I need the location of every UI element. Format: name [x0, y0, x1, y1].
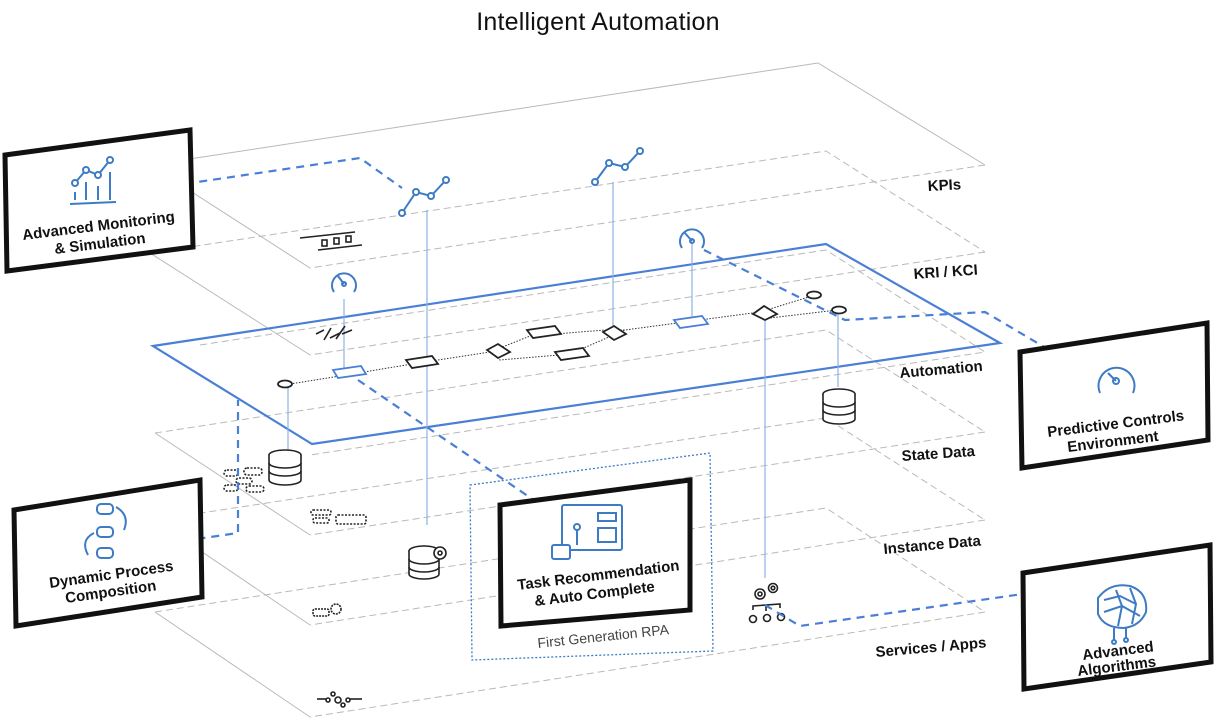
automation-plane-highlight	[149, 242, 1004, 446]
state-process-blocks-icon	[223, 467, 265, 493]
plane-kpis	[149, 62, 986, 269]
kri-gauge-icon-2	[679, 228, 705, 249]
capability-advanced-algorithms[interactable]: Advanced Algorithms	[1020, 542, 1214, 692]
layer-label-instance-data: Instance Data	[883, 532, 982, 557]
task-shape-highlight-1	[331, 365, 368, 379]
kpi-dashboard-icon	[299, 231, 363, 251]
layer-label-automation: Automation	[899, 358, 983, 382]
connector-monitoring-to-kpi	[129, 156, 403, 194]
speedometer-icon	[1097, 366, 1136, 394]
task-screen-icon	[551, 504, 623, 560]
plane-kri-left-edge	[149, 252, 311, 356]
gateway-end-shape	[751, 304, 779, 322]
instance-database-gear-icon	[408, 545, 447, 580]
gateway-join-shape	[601, 324, 628, 342]
plane-state-left-edge	[154, 432, 311, 536]
process-flow	[277, 290, 847, 389]
task-shape-2	[525, 325, 563, 339]
plane-services-front-edge	[309, 611, 986, 718]
plane-automation-gray	[199, 249, 987, 456]
plane-automation-inner	[199, 249, 987, 456]
end-event-shape-1	[806, 290, 822, 300]
plane-state-back-edge	[154, 329, 986, 434]
kri-gauge-icon-1	[331, 272, 357, 293]
diagram-title: Intelligent Automation	[476, 8, 720, 36]
plane-kpis-back-edge	[149, 62, 986, 166]
task-shape-3	[553, 347, 591, 361]
automation-database-icon	[822, 388, 856, 425]
plane-services-apps	[154, 507, 986, 718]
layer-label-kpis: KPIs	[927, 176, 961, 195]
kpi-line-chart-icon-2	[591, 147, 644, 186]
plane-kpis-front-edge	[309, 164, 986, 269]
end-event-shape-2	[831, 305, 847, 315]
capability-predictive-controls[interactable]: Predictive Controls Environment	[1017, 320, 1211, 471]
state-database-icon	[268, 449, 302, 486]
layer-label-services-apps: Services / Apps	[875, 634, 987, 661]
start-event-shape	[277, 379, 293, 389]
neural-brain-icon	[1097, 584, 1148, 645]
plane-kri-kci	[149, 150, 986, 356]
gateway-split-shape	[485, 342, 512, 360]
capability-dynamic-process[interactable]: Dynamic Process Composition	[11, 477, 205, 629]
plane-services-left-edge	[154, 611, 311, 718]
layer-label-kri-kci: KRI / KCI	[913, 262, 978, 283]
plane-kri-back-edge	[149, 150, 986, 254]
services-gears-hierarchy-icon	[748, 582, 786, 624]
plane-kri-front-edge	[309, 251, 986, 356]
services-module-icon	[312, 603, 342, 617]
connector-task-to-automation	[357, 379, 561, 519]
services-network-icon	[317, 691, 362, 708]
capability-advanced-monitoring[interactable]: Advanced Monitoring & Simulation	[2, 127, 196, 274]
flow-line-main	[289, 295, 813, 385]
kpi-line-chart-icon-1	[398, 176, 450, 217]
kri-sliders-icon	[315, 325, 353, 341]
process-flow-icon	[84, 503, 127, 559]
line-chart-icon	[69, 156, 117, 205]
plane-instance-back-edge	[154, 417, 986, 521]
plane-services-back-edge	[154, 507, 986, 613]
task-shape-1	[404, 355, 440, 369]
layer-label-state-data: State Data	[901, 443, 976, 465]
first-generation-rpa-label: First Generation RPA	[537, 621, 671, 651]
first-generation-rpa-frame	[469, 452, 714, 661]
instance-process-blocks-icon	[310, 509, 367, 525]
capability-task-recommendation[interactable]: Task Recommendation & Auto Complete	[497, 477, 693, 629]
task-shape-highlight-2	[672, 315, 710, 329]
